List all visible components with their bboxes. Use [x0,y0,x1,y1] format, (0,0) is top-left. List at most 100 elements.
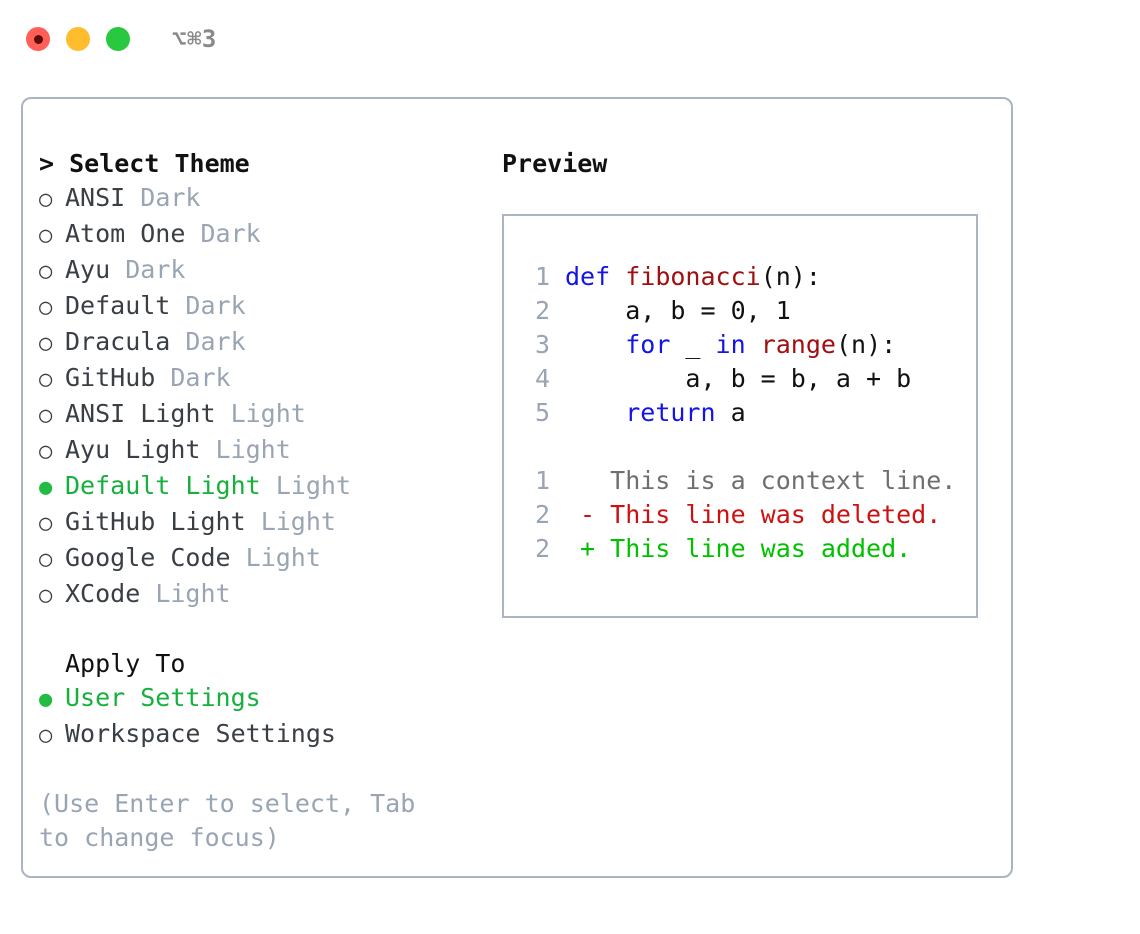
code-token-plain: (n): [835,330,897,359]
theme-list-pane: > Select Theme ○ANSI Dark○Atom One Dark○… [39,147,469,855]
name-tag-separator [170,325,185,359]
code-token-plain [565,398,625,427]
code-token-fn: range [760,330,836,359]
theme-option-tag: Dark [200,219,261,248]
radio-unselected-icon: ○ [39,403,53,428]
theme-option-tag: Dark [125,255,186,284]
diff-line-text: + This line was added. [565,534,912,563]
code-line: 4 a, b = b, a + b [520,362,976,396]
title-bar: ⌥⌘3 [0,0,1140,78]
radio-unselected-icon: ○ [39,583,53,608]
code-token-plain [565,330,625,359]
diff-line-add: 2 + This line was added. [520,532,976,566]
theme-option-name: ANSI Light [65,399,216,428]
theme-list-heading: > Select Theme [39,149,250,178]
theme-list[interactable]: ○ANSI Dark○Atom One Dark○Ayu Dark○Defaul… [39,181,469,613]
preview-gap [520,430,976,464]
name-tag-separator [200,433,215,467]
name-tag-separator [261,469,276,503]
theme-picker-card: > Select Theme ○ANSI Dark○Atom One Dark○… [21,97,1013,878]
code-line-text: return a [565,396,746,430]
theme-option-tag: Light [275,471,351,500]
theme-option-default[interactable]: ○Default Dark [39,289,469,325]
theme-option-xcode[interactable]: ○ XCode Light [39,577,469,613]
code-line-text: def fibonacci(n): [565,260,821,294]
theme-option-ansi-light[interactable]: ○ ANSI Light Light [39,397,469,433]
theme-option-ayu[interactable]: ○Ayu Dark [39,253,469,289]
theme-option-atom-one[interactable]: ○Atom One Dark [39,217,469,253]
line-number: 4 [534,364,550,393]
code-token-fn: fibonacci [625,262,761,291]
theme-option-ayu-light[interactable]: ○Ayu Light Light [39,433,469,469]
name-tag-separator [216,397,231,431]
name-tag-separator [125,181,140,215]
diff-line-del: 2 - This line was deleted. [520,498,976,532]
name-tag-separator [140,577,155,611]
diff-sample: 1 This is a context line.2 - This line w… [520,464,976,566]
theme-option-tag: Light [245,543,321,572]
line-number: 2 [534,534,550,563]
code-line: 2 a, b = 0, 1 [520,294,976,328]
code-token-plain: a, b = b, a + b [565,364,912,393]
theme-option-tag: Dark [170,363,231,392]
keyboard-shortcut-label: ⌥⌘3 [172,25,217,53]
code-token-kw: def [565,262,626,291]
apply-to-option-workspace-settings[interactable]: ○ Workspace Settings [39,717,469,753]
theme-option-tag: Dark [185,291,246,320]
window-controls [26,27,130,51]
theme-option-name: XCode [65,579,141,608]
theme-option-github[interactable]: ○ GitHub Dark [39,361,469,397]
radio-unselected-icon: ○ [39,367,53,392]
radio-selected-icon: ● [39,475,53,500]
close-button[interactable] [26,27,50,51]
theme-option-github-light[interactable]: ○GitHub Light Light [39,505,469,541]
theme-option-tag: Dark [185,327,246,356]
list-spacer [39,613,469,647]
theme-option-name: Dracula [65,327,171,356]
radio-unselected-icon: ○ [39,547,53,572]
radio-unselected-icon: ○ [39,439,53,464]
apply-to-option-name: Workspace Settings [65,719,336,748]
theme-option-name: Default Light [65,471,261,500]
name-tag-separator [246,505,261,539]
theme-option-name: Default [65,291,171,320]
theme-option-tag: Dark [140,183,201,212]
maximize-button[interactable] [106,27,130,51]
diff-line-text: - This line was deleted. [565,500,942,529]
code-token-plain: _ [670,330,716,359]
theme-option-default-light[interactable]: ● Default Light Light [39,469,469,505]
apply-to-option-name: User Settings [65,683,261,712]
code-line: 5 return a [520,396,976,430]
line-number: 1 [534,466,550,495]
radio-selected-icon: ● [39,687,53,712]
radio-unselected-icon: ○ [39,723,53,748]
theme-option-dracula[interactable]: ○ Dracula Dark [39,325,469,361]
theme-option-name: Atom One [65,219,186,248]
apply-to-option-user-settings[interactable]: ● User Settings [39,681,469,717]
theme-option-google-code[interactable]: ○Google Code Light [39,541,469,577]
line-number: 2 [534,500,550,529]
radio-unselected-icon: ○ [39,187,53,212]
theme-option-name: Ayu [65,255,111,284]
theme-option-name: GitHub [65,363,156,392]
apply-to-label: Apply To [65,649,186,678]
theme-option-ansi[interactable]: ○ANSI Dark [39,181,469,217]
radio-unselected-icon: ○ [39,331,53,356]
code-token-plain: a [715,398,746,427]
code-token-kw: for [625,330,671,359]
code-token-kw: return [625,398,716,427]
theme-option-tag: Light [230,399,306,428]
apply-to-list[interactable]: ● User Settings ○ Workspace Settings [39,681,469,753]
theme-option-tag: Light [260,507,336,536]
theme-option-name: Ayu Light [65,435,201,464]
preview-heading: Preview [502,149,608,178]
name-tag-separator [155,361,170,395]
theme-option-tag: Light [155,579,231,608]
line-number: 2 [534,296,550,325]
code-line-text: a, b = b, a + b [565,362,911,396]
minimize-button[interactable] [66,27,90,51]
radio-unselected-icon: ○ [39,511,53,536]
